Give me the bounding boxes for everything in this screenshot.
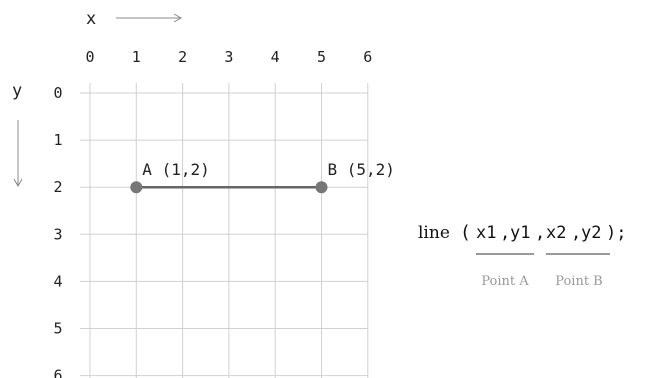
code-comma-2: ,	[535, 223, 545, 243]
x-tick-label: 3	[224, 48, 233, 66]
code-open-paren: (	[460, 222, 471, 243]
code-arg-x1: x1	[476, 223, 496, 243]
x-tick-label: 0	[85, 48, 94, 66]
y-tick-label: 3	[53, 225, 62, 243]
point-a-caption: Point A	[481, 274, 529, 289]
code-snippet: line ( x1 , y1 , x2 , y2 );	[418, 222, 626, 243]
point-b-marker	[315, 181, 328, 194]
x-tick-label: 6	[363, 48, 372, 66]
y-tick-label: 0	[53, 84, 62, 102]
point-b-label: B (5,2)	[328, 160, 395, 179]
x-tick-label: 1	[132, 48, 141, 66]
point-b-caption: Point B	[555, 274, 603, 289]
y-direction-arrow	[13, 120, 23, 188]
point-a-label: A (1,2)	[142, 160, 209, 179]
code-arg-x2: x2	[546, 223, 566, 243]
x-tick-label: 4	[271, 48, 280, 66]
y-tick-label: 6	[53, 367, 62, 378]
y-tick-label: 4	[53, 272, 62, 290]
code-comma-3: ,	[571, 223, 581, 243]
x-axis-label: x	[86, 9, 96, 29]
y-axis-label: y	[12, 81, 22, 101]
y-tick-label: 5	[53, 320, 62, 338]
x-tick-label: 2	[178, 48, 187, 66]
y-tick-label: 1	[53, 131, 62, 149]
x-tick-labels: 0 1 2 3 4 5 6	[85, 48, 372, 66]
code-arg-y1: y1	[510, 223, 530, 243]
y-tick-label: 2	[53, 178, 62, 196]
code-arg-y2: y2	[581, 223, 601, 243]
y-tick-labels: 0 1 2 3 4 5 6	[53, 84, 62, 378]
x-direction-arrow	[116, 13, 183, 23]
x-tick-label: 5	[317, 48, 326, 66]
code-comma-1: ,	[500, 223, 510, 243]
point-a-marker	[130, 181, 143, 194]
grid	[80, 83, 369, 378]
code-function-name: line	[418, 223, 450, 243]
code-close: );	[606, 223, 626, 243]
